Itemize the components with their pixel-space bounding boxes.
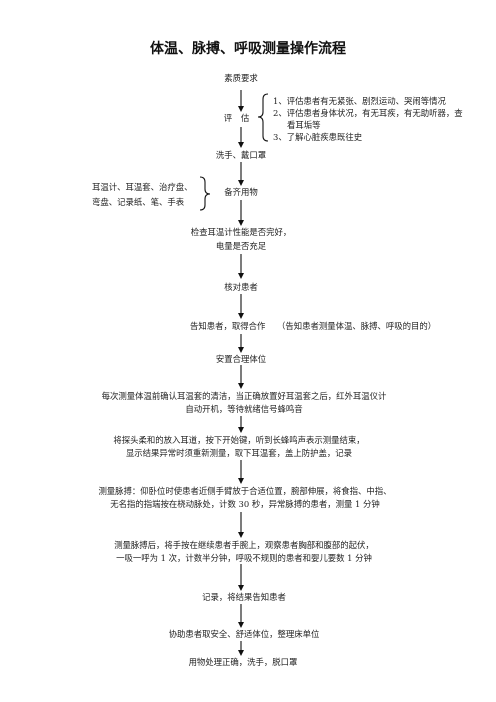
step-measure-pulse: 测量脉搏：仰卧位时使患者近侧手臂放于合适位置，腕部伸展，将食指、中指、: [98, 486, 392, 496]
step-prepare-supplies: 备齐用物: [224, 187, 258, 197]
supplies-brace: [199, 176, 211, 211]
step-temperature-prep: 每次测量体温前确认耳温套的清洁，当正确放置好耳温套之后，红外耳温仪计: [101, 391, 387, 401]
step-measure-temperature-cont: 显示结果异常时须重新测量，取下耳温套，盖上防护盖，记录: [125, 448, 353, 458]
step-verify-patient: 核对患者: [224, 282, 258, 292]
step-measure-respiration-cont: 一吸一呼为 1 次，计数半分钟，呼吸不规则的患者和婴儿要数 1 分钟: [116, 553, 372, 563]
step-check-thermometer-cont: 电量是否充足: [215, 241, 267, 251]
assessment-item-2-cont: 看耳垢等: [287, 120, 321, 130]
step-cleanup: 用物处理正确，洗手，脱口罩: [188, 657, 298, 667]
step-measure-pulse-cont: 无名指的指端按在桡动脉处，计数 30 秒，异常脉搏的患者，测量 1 分钟: [110, 499, 380, 509]
step-assess: 评 估: [223, 113, 253, 123]
step-record: 记录，将结果告知患者: [202, 592, 286, 602]
assessment-brace: [257, 93, 269, 142]
step-temperature-prep-cont: 自动开机，等待就绪信号蜂鸣音: [185, 404, 303, 414]
assessment-item-1: 1、评估患者有无紧张、剧烈运动、哭闹等情况: [273, 96, 446, 106]
supplies-line-1: 耳温计、耳温套、治疗盘、: [92, 182, 193, 192]
supplies-line-2: 弯盘、记录纸、笔、手表: [92, 197, 185, 207]
step-qualification: 素质要求: [224, 73, 258, 83]
step-position-patient: 安置合理体位: [215, 354, 267, 364]
step-check-thermometer: 检查耳温计性能是否完好，: [190, 227, 292, 237]
step-measure-temperature: 将探头柔和的放入耳道，按下开始键，听到长蜂鸣声表示测量结束，: [113, 435, 365, 445]
step-assist-patient: 协助患者取安全、舒适体位，整理床单位: [168, 629, 320, 639]
step-inform-patient: 告知患者，取得合作: [190, 321, 266, 331]
assessment-item-3: 3、了解心脏疾患既往史: [273, 132, 363, 142]
assessment-item-2: 2、评估患者身体状况，有无耳疾，有无助听器，查: [273, 108, 463, 118]
step-wash-hands: 洗手、戴口罩: [215, 150, 267, 160]
page-title: 体温、脉搏、呼吸测量操作流程: [150, 41, 346, 57]
step-inform-note: （告知患者测量体温、脉搏、呼吸的目的）: [277, 321, 437, 331]
step-measure-respiration: 测量脉搏后，将手按在继续患者手腕上，观察患者胸部和腹部的起伏，: [114, 540, 374, 550]
